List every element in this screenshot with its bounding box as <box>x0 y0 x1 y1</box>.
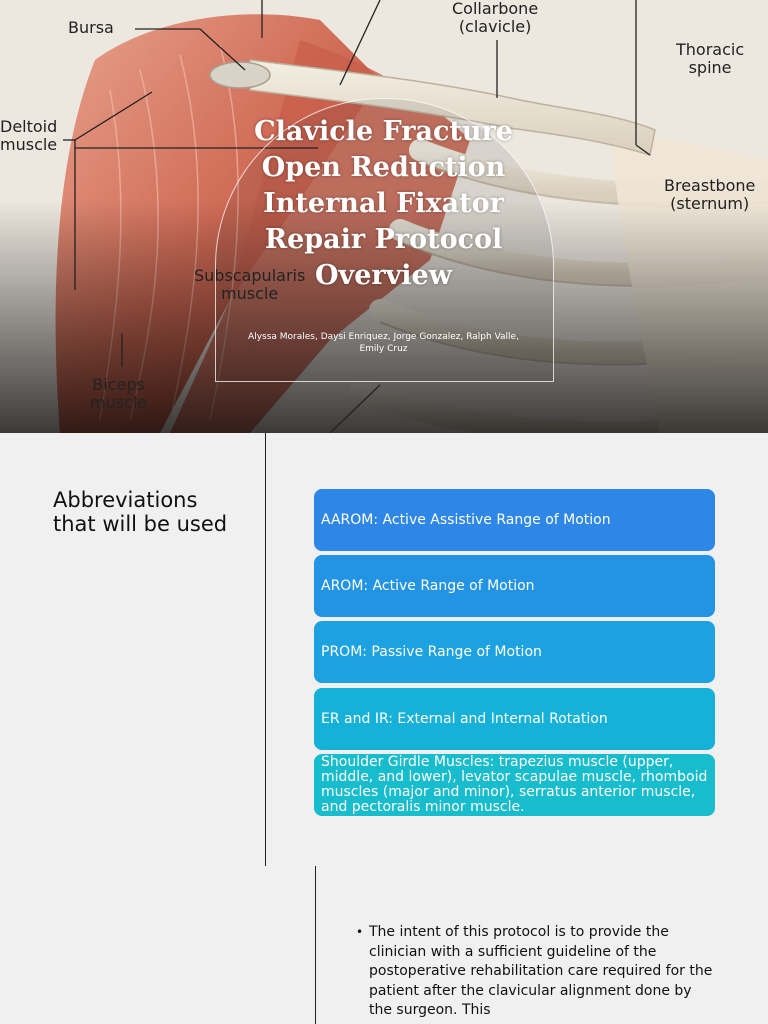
abbreviation-text: ER and IR: External and Internal Rotatio… <box>321 711 608 727</box>
label-collarbone: Collarbone (clavicle) <box>452 0 539 36</box>
abbreviation-item-shoulder-girdle: Shoulder Girdle Muscles: trapezius muscl… <box>314 754 715 816</box>
abbreviations-heading: Abbreviations that will be used <box>53 488 228 536</box>
label-bursa: Bursa <box>68 18 114 37</box>
title-arch-frame <box>215 98 554 382</box>
vertical-divider <box>315 866 316 1024</box>
abbreviation-item-er-ir: ER and IR: External and Internal Rotatio… <box>314 688 715 750</box>
title-slide: Bursa Collarbone (clavicle) Thoracic spi… <box>0 0 768 433</box>
abbreviation-text: AROM: Active Range of Motion <box>321 578 535 594</box>
abbreviation-item-aarom: AAROM: Active Assistive Range of Motion <box>314 489 715 551</box>
intent-text: The intent of this protocol is to provid… <box>369 924 713 1018</box>
label-biceps: Biceps muscle <box>90 375 148 412</box>
abbreviation-text: PROM: Passive Range of Motion <box>321 644 542 660</box>
slide-title: Clavicle Fracture Open Reduction Interna… <box>254 116 513 291</box>
abbreviation-text: AAROM: Active Assistive Range of Motion <box>321 512 611 528</box>
abbreviation-item-arom: AROM: Active Range of Motion <box>314 555 715 617</box>
label-breastbone: Breastbone (sternum) <box>664 176 756 213</box>
intent-bullet: • The intent of this protocol is to prov… <box>356 923 714 1021</box>
label-deltoid: Deltoid muscle <box>0 117 58 154</box>
abbreviations-slide: Abbreviations that will be used AAROM: A… <box>0 433 768 866</box>
bullet-icon: • <box>356 925 364 939</box>
abbreviation-text: Shoulder Girdle Muscles: trapezius muscl… <box>321 754 708 815</box>
vertical-divider <box>265 433 266 866</box>
abbreviation-item-prom: PROM: Passive Range of Motion <box>314 621 715 683</box>
label-thoracic-spine: Thoracic spine <box>676 40 745 77</box>
authors-line: Alyssa Morales, Daysi Enriquez, Jorge Go… <box>248 332 519 354</box>
intent-slide: • The intent of this protocol is to prov… <box>0 866 768 1024</box>
